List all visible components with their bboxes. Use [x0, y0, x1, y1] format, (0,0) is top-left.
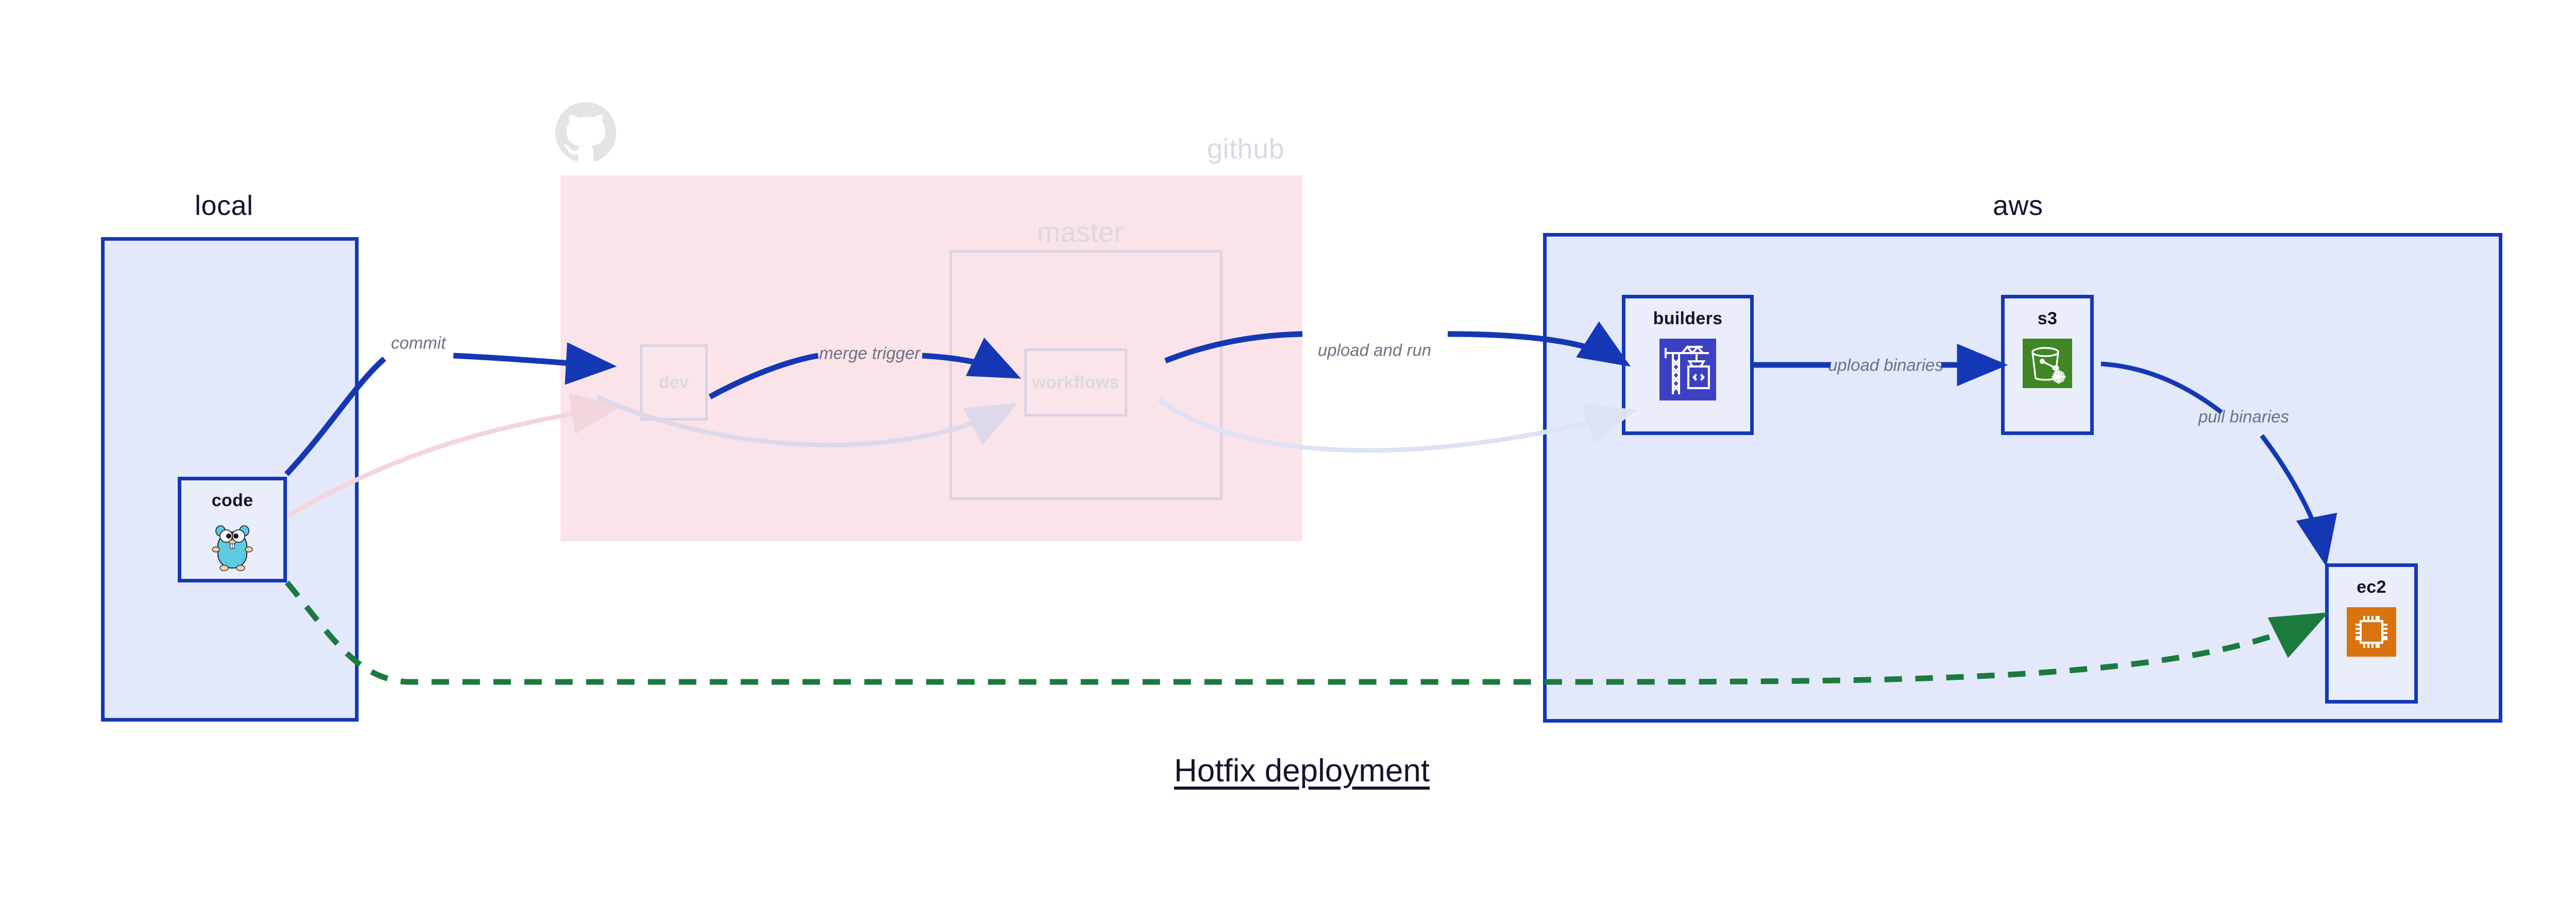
aws-crane-icon — [1659, 339, 1716, 403]
node-workflows-label: workflows — [1032, 372, 1120, 392]
ghost-edge-dev-workflows — [597, 394, 1018, 447]
node-s3[interactable]: s3 — [2001, 295, 2094, 435]
diagram-title: Hotfix deployment — [1174, 753, 1430, 789]
edge-pull-binaries-b — [2260, 434, 2337, 567]
edge-pull-binaries-a — [2100, 361, 2223, 414]
node-code[interactable]: code — [178, 477, 287, 582]
node-builders-label: builders — [1653, 309, 1723, 328]
edge-commit-b — [453, 342, 617, 385]
edge-upload-and-run-a — [1164, 331, 1303, 364]
edge-label-pull-binaries: pull binaries — [2195, 408, 2293, 425]
node-dev[interactable]: dev — [640, 344, 708, 421]
ghost-edge-code-dev — [287, 393, 622, 517]
aws-chip-icon — [2347, 607, 2396, 659]
zone-local-label: local — [195, 190, 253, 221]
zone-github-label: github — [1207, 133, 1285, 164]
edge-label-upload-and-run: upload and run — [1314, 341, 1435, 359]
node-code-label: code — [211, 491, 253, 510]
zone-aws-label: aws — [1993, 190, 2043, 221]
go-gopher-icon — [209, 521, 256, 574]
edge-label-merge-trigger: merge trigger — [816, 344, 924, 362]
node-workflows[interactable]: workflows — [1024, 348, 1127, 416]
node-ec2[interactable]: ec2 — [2325, 563, 2418, 704]
ghost-edge-workflows-builders — [1158, 397, 1637, 453]
edge-label-commit: commit — [387, 334, 449, 352]
edge-hotfix-direct — [284, 580, 2329, 685]
edge-merge-trigger-b — [922, 337, 1021, 379]
edge-upload-and-run-b — [1447, 321, 1631, 367]
node-ec2-label: ec2 — [2357, 577, 2386, 597]
edge-label-upload-binaries: upload binaries — [1825, 356, 1946, 374]
zone-master — [950, 250, 1223, 500]
node-dev-label: dev — [658, 372, 689, 392]
edge-commit-a — [284, 356, 386, 476]
node-s3-label: s3 — [2037, 309, 2058, 328]
zone-master-label: master — [1037, 217, 1124, 248]
aws-bucket-icon — [2023, 339, 2072, 391]
edge-merge-trigger-a — [708, 353, 819, 399]
github-octocat-icon — [555, 102, 616, 162]
